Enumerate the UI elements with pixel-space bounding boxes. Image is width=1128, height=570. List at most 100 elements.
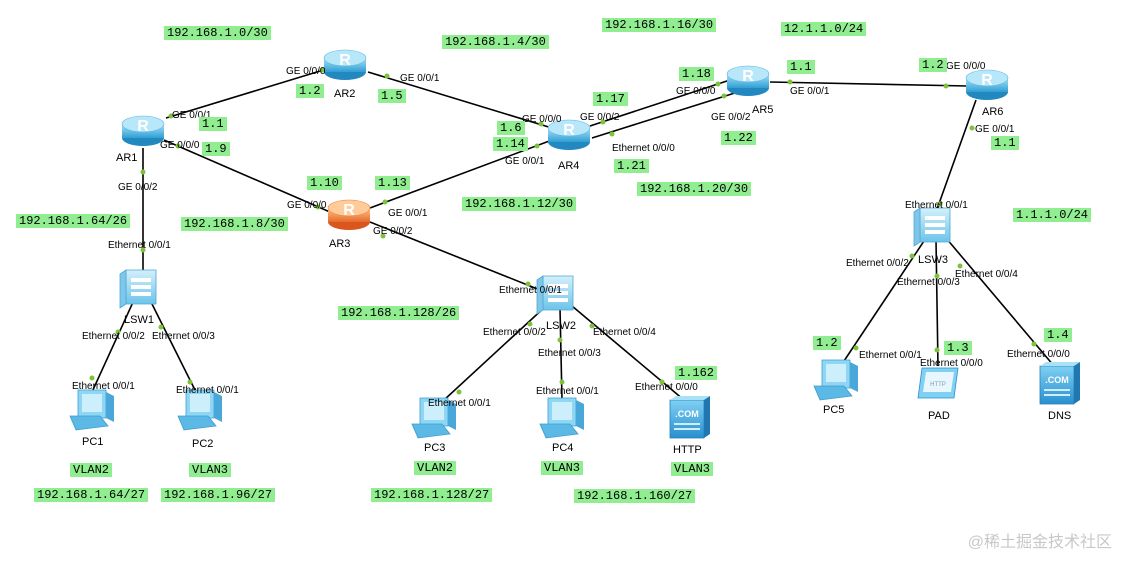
server-http[interactable]: .COM [669, 396, 710, 439]
server-screen-text: .COM [675, 409, 699, 419]
address-tag: 1.9 [202, 142, 230, 156]
address-tag: 1.3 [944, 341, 972, 355]
subnet-tag: 192.168.1.16/30 [602, 18, 717, 32]
vlan-tag-pc3: VLAN2 [414, 461, 457, 475]
svg-text:R: R [343, 202, 355, 219]
port-ar4-ge002: GE 0/0/2 [580, 112, 620, 123]
switch-lsw3[interactable] [913, 207, 951, 247]
address-tag: 1.2 [813, 336, 841, 350]
port-ar1-ge001: GE 0/0/1 [172, 110, 212, 121]
pad-device[interactable]: HTTP [917, 367, 959, 399]
pc-pc2[interactable] [177, 389, 222, 431]
svg-text:R: R [742, 68, 754, 85]
link-ar1-ar3 [163, 139, 331, 213]
pc-pc4[interactable] [539, 397, 584, 439]
link-ar6-lsw3 [935, 99, 977, 213]
port-ar1-ge000: GE 0/0/0 [160, 140, 200, 151]
port-lsw1-eth001: Ethernet 0/0/1 [108, 240, 171, 251]
svg-text:R: R [137, 118, 149, 135]
address-tag: 1.162 [675, 366, 718, 380]
label-ar5: AR5 [752, 104, 774, 116]
link-ar4-ar5-eth [591, 91, 739, 139]
router-ar2[interactable]: R [323, 49, 367, 80]
link-ar3-ar4 [369, 139, 553, 209]
port-dots [89, 67, 1037, 395]
subnet-tag: 192.168.1.64/27 [34, 488, 149, 502]
port-ar3-ge000: GE 0/0/0 [287, 200, 327, 211]
port-ar5-ge000: GE 0/0/0 [676, 86, 716, 97]
router-ar1[interactable]: R [121, 115, 165, 146]
subnet-tag: 192.168.1.12/30 [462, 197, 577, 211]
link-ar5-ar6 [769, 81, 969, 87]
port-lsw2-eth003: Ethernet 0/0/3 [538, 348, 601, 359]
router-ar4[interactable]: R [547, 119, 591, 150]
port-ar5-ge002: GE 0/0/2 [711, 112, 751, 123]
subnet-tag: 192.168.1.128/26 [338, 306, 460, 320]
link-lsw2-pc3 [443, 305, 547, 401]
address-tag: 1.1 [991, 136, 1019, 150]
switch-lsw1[interactable] [119, 269, 157, 309]
port-lsw2-eth002: Ethernet 0/0/2 [483, 327, 546, 338]
subnet-tag: 1.1.1.0/24 [1013, 208, 1092, 222]
link-lsw2-http [571, 305, 685, 401]
subnet-tag: 192.168.1.160/27 [574, 489, 696, 503]
switch-lsw2[interactable] [536, 275, 574, 315]
subnet-tag: 12.1.1.0/24 [781, 22, 867, 36]
port-ar6-ge001: GE 0/0/1 [975, 124, 1015, 135]
router-ar5[interactable]: R [726, 65, 770, 96]
address-tag: 1.1 [199, 117, 227, 131]
port-lsw2-eth001: Ethernet 0/0/1 [499, 285, 562, 296]
address-tag: 1.6 [497, 121, 525, 135]
pc-pc5[interactable] [813, 359, 858, 401]
address-tag: 1.13 [375, 176, 410, 190]
label-ar3: AR3 [329, 238, 351, 250]
address-tag: 1.18 [679, 67, 714, 81]
port-lsw3-eth002: Ethernet 0/0/2 [846, 258, 909, 269]
server-dns[interactable]: .COM [1039, 362, 1080, 405]
link-ar1-ar2 [165, 67, 331, 119]
link-ar2-ar4 [367, 71, 553, 129]
link-lsw1-pc2 [149, 299, 197, 393]
vlan-tag-http: VLAN3 [671, 462, 714, 476]
port-ar4-ge000: GE 0/0/0 [522, 114, 562, 125]
port-pc2-eth001: Ethernet 0/0/1 [176, 385, 239, 396]
svg-text:R: R [981, 72, 993, 89]
subnet-tag: 192.168.1.0/30 [164, 26, 271, 40]
address-tag: 1.4 [1044, 328, 1072, 342]
link-lsw2-pc4 [559, 307, 563, 401]
port-pc5-eth001: Ethernet 0/0/1 [859, 350, 922, 361]
port-lsw3-eth001: Ethernet 0/0/1 [905, 200, 968, 211]
port-pc4-eth001: Ethernet 0/0/1 [536, 386, 599, 397]
address-tag: 1.5 [378, 89, 406, 103]
port-ar6-ge000: GE 0/0/0 [946, 61, 986, 72]
port-pc3-eth001: Ethernet 0/0/1 [428, 398, 491, 409]
port-ar5-ge001: GE 0/0/1 [790, 86, 830, 97]
subnet-tag: 192.168.1.96/27 [161, 488, 276, 502]
label-pc4: PC4 [552, 442, 574, 454]
subnet-tag: 192.168.1.4/30 [442, 35, 549, 49]
vlan-tag-pc2: VLAN3 [189, 463, 232, 477]
subnet-tag: 192.168.1.64/26 [16, 214, 131, 228]
svg-text:R: R [339, 52, 351, 69]
link-lsw3-pad [935, 239, 939, 367]
router-ar3[interactable]: R [327, 199, 371, 230]
subnet-tag: 192.168.1.20/30 [637, 182, 752, 196]
port-ar4-eth000: Ethernet 0/0/0 [612, 143, 675, 154]
address-tag: 1.1 [787, 60, 815, 74]
links [91, 67, 1055, 401]
pc-pc3[interactable] [411, 397, 456, 439]
address-tag: 1.17 [593, 92, 628, 106]
label-ar2: AR2 [334, 88, 356, 100]
label-pc2: PC2 [192, 438, 214, 450]
pc-pc1[interactable] [69, 389, 114, 431]
address-tag: 1.2 [296, 84, 324, 98]
label-lsw3: LSW3 [918, 254, 948, 266]
subnet-tag: 192.168.1.128/27 [371, 488, 493, 502]
link-ar4-ar5-ge [589, 79, 731, 127]
port-ar1-ge002: GE 0/0/2 [118, 182, 158, 193]
label-dns: DNS [1048, 410, 1072, 422]
router-ar6[interactable]: R [965, 69, 1009, 100]
pad-screen-text: HTTP [930, 382, 946, 388]
port-dns-eth000: Ethernet 0/0/0 [1007, 349, 1070, 360]
